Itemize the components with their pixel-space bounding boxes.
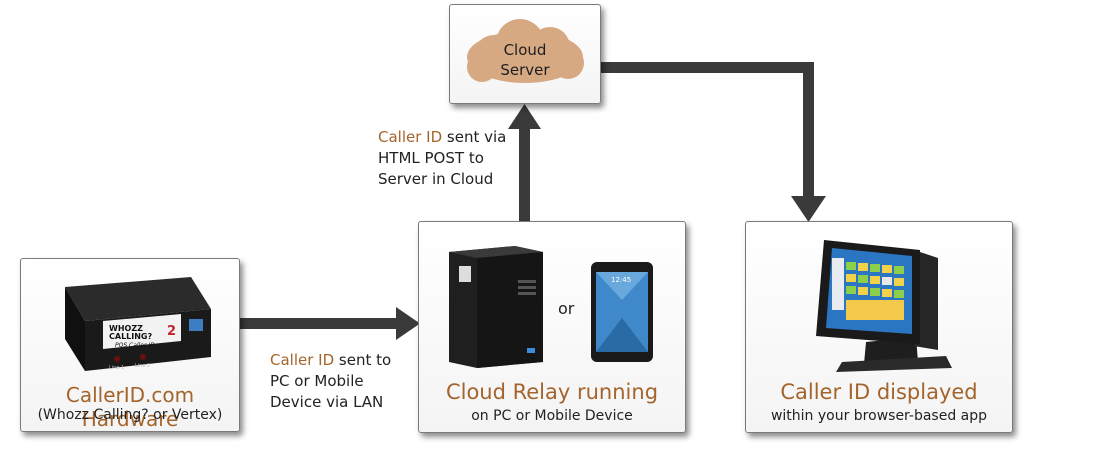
device-brand-number: 2 — [167, 324, 176, 339]
arrow-cloud-to-display — [600, 62, 826, 222]
device-brand-line2: CALLING? — [109, 332, 152, 341]
device-brand-line1: WHOZZ — [109, 324, 143, 333]
arrow-hardware-to-relay — [239, 307, 420, 340]
relay-title: Cloud Relay running — [445, 380, 659, 404]
note-lan-line3: Device via LAN — [270, 393, 384, 411]
arrow-relay-to-cloud — [508, 104, 541, 222]
tablet-icon: 12:45 — [591, 262, 653, 362]
note-lan-line2: PC or Mobile — [270, 372, 364, 390]
cloud-label-line1: Cloud — [503, 41, 547, 59]
cloud-label: Cloud Server — [450, 40, 600, 80]
display-box: Caller ID displayed within your browser-… — [745, 221, 1013, 433]
relay-devices-image: or 12:45 — [449, 246, 653, 368]
or-label: or — [558, 299, 575, 318]
cloud-label-line2: Server — [500, 61, 550, 79]
note-caller-id-post: Caller ID sent via HTML POST to Server i… — [378, 127, 506, 190]
note-post-accent: Caller ID — [378, 128, 443, 146]
hardware-title: CallerID.com Hardware — [65, 383, 195, 431]
note-caller-id-lan: Caller ID sent to PC or Mobile Device vi… — [270, 350, 391, 413]
device-line1-label: Line 1 — [109, 365, 124, 371]
hardware-box: WHOZZ CALLING? 2 POS Caller ID Line 1 Li… — [20, 258, 240, 432]
note-post-line3: Server in Cloud — [378, 170, 494, 188]
note-post-line2: HTML POST to — [378, 149, 484, 167]
note-lan-line1: sent to — [334, 351, 392, 369]
desktop-pc-icon — [449, 246, 543, 368]
hardware-subtitle: (Whozz Calling? or Vertex) — [37, 407, 223, 423]
pos-screen-tiles — [832, 258, 904, 320]
note-lan-accent: Caller ID — [270, 351, 335, 369]
relay-box: or 12:45 Cloud Relay running on PC or Mo… — [418, 221, 686, 433]
display-title: Caller ID displayed — [780, 380, 978, 404]
device-line2-label: Line 2 — [135, 363, 150, 369]
tablet-clock: 12:45 — [611, 276, 631, 284]
relay-subtitle: on PC or Mobile Device — [471, 408, 633, 424]
device-model-label: POS Caller ID — [115, 342, 155, 349]
note-post-line1: sent via — [442, 128, 507, 146]
pos-terminal-image — [816, 240, 952, 372]
display-subtitle: within your browser-based app — [770, 408, 988, 424]
cloud-server-box: Cloud Server — [449, 4, 601, 104]
cloud-icon — [467, 19, 584, 83]
whozz-calling-device-image: WHOZZ CALLING? 2 POS Caller ID Line 1 Li… — [65, 277, 211, 371]
